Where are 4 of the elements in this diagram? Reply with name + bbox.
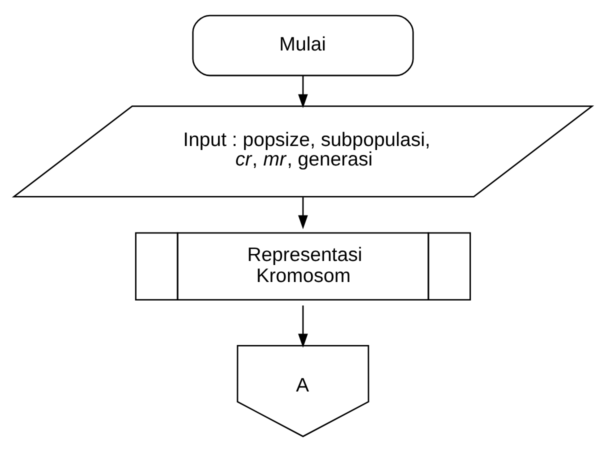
arrow (298, 306, 308, 348)
arrow (298, 197, 308, 230)
arrow (298, 76, 308, 108)
node-box: Mulai (192, 14, 414, 76)
